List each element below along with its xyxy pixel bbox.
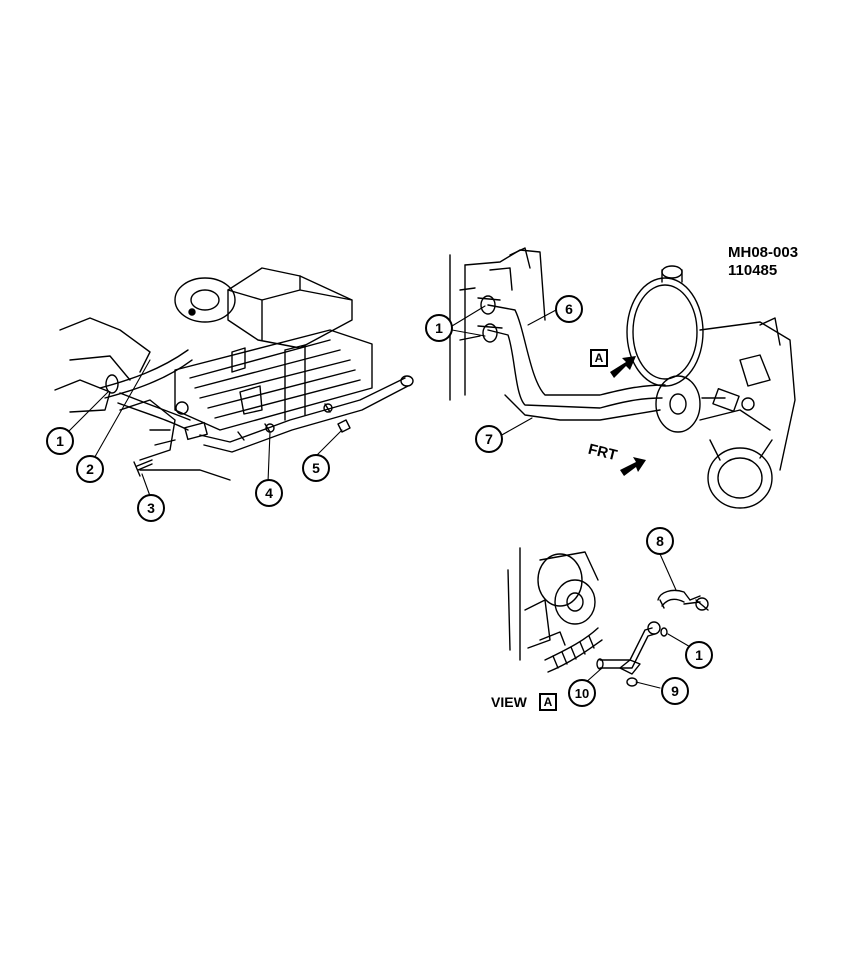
view-a-title: VIEW [491,694,527,710]
view-a-title-letter: A [539,693,557,711]
callout-2: 2 [76,455,104,483]
callout-7: 7 [475,425,503,453]
view-a-marker: A [590,349,608,367]
callout-6: 6 [555,295,583,323]
callout-8: 8 [646,527,674,555]
callout-1-right: 1 [425,314,453,342]
callout-1-view-a: 1 [685,641,713,669]
view-a-arrow [610,356,636,378]
left-engine-assembly [54,267,414,481]
front-arrow [620,457,646,476]
drawing-code: MH08-003 [728,244,799,261]
callout-9: 9 [661,677,689,705]
right-engine-assembly [449,247,796,509]
drawing-date: 110485 [728,262,778,279]
callout-10: 10 [568,679,596,707]
view-a-assembly [507,547,709,687]
right-leader-lines [451,305,557,437]
callout-1-left: 1 [46,427,74,455]
callout-4: 4 [255,479,283,507]
callout-3: 3 [137,494,165,522]
callout-5: 5 [302,454,330,482]
